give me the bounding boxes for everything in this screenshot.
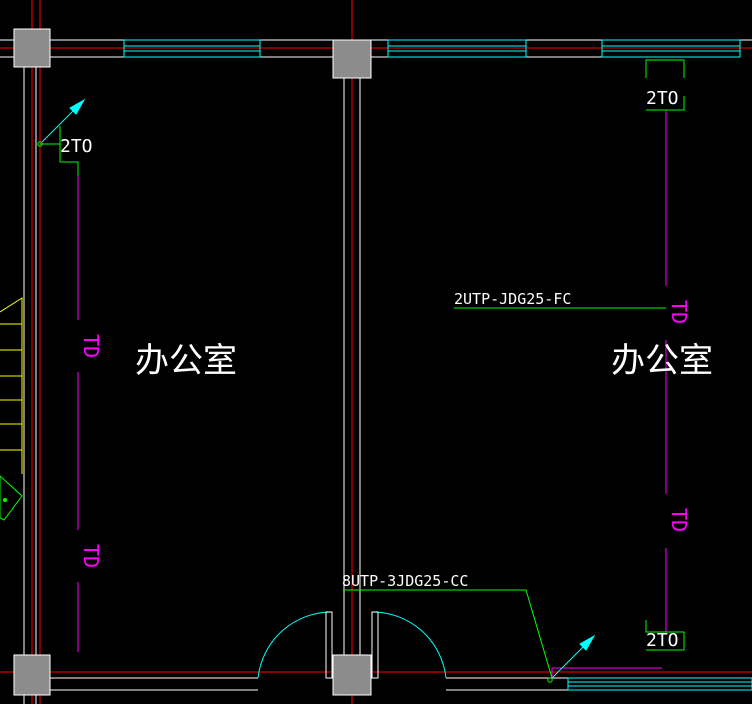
cable-label: TD xyxy=(667,300,691,324)
room-name: 办公室 xyxy=(135,341,237,381)
leaders xyxy=(344,307,666,679)
outlet-label: 2TO xyxy=(646,630,679,651)
windows xyxy=(123,39,752,691)
column xyxy=(332,39,372,79)
arrows xyxy=(41,98,596,679)
outlet-symbols xyxy=(37,59,685,683)
stair xyxy=(0,297,23,474)
columns xyxy=(13,28,372,696)
cable-label: TD xyxy=(79,544,103,568)
cable-annotation: 2UTP-JDG25-FC xyxy=(454,290,571,308)
window xyxy=(387,39,527,58)
door-swing xyxy=(371,611,447,679)
window xyxy=(601,39,741,58)
window xyxy=(567,677,752,691)
stair-symbol xyxy=(0,475,23,521)
cable-label: TD xyxy=(667,508,691,532)
leader-line xyxy=(344,589,553,679)
column xyxy=(13,654,51,696)
outlet-label: 2TO xyxy=(646,88,679,109)
door-leaves xyxy=(325,611,379,679)
column xyxy=(332,654,372,696)
column xyxy=(13,28,51,68)
cable-annotation: 8UTP-3JDG25-CC xyxy=(342,572,468,590)
door-swing xyxy=(257,611,333,679)
cable-runs xyxy=(77,110,667,678)
doors xyxy=(257,611,447,679)
cable-run xyxy=(551,667,662,678)
room-name: 办公室 xyxy=(611,341,713,381)
outlet-label: 2TO xyxy=(60,136,93,157)
window xyxy=(123,39,261,58)
cable-label: TD xyxy=(79,334,103,358)
